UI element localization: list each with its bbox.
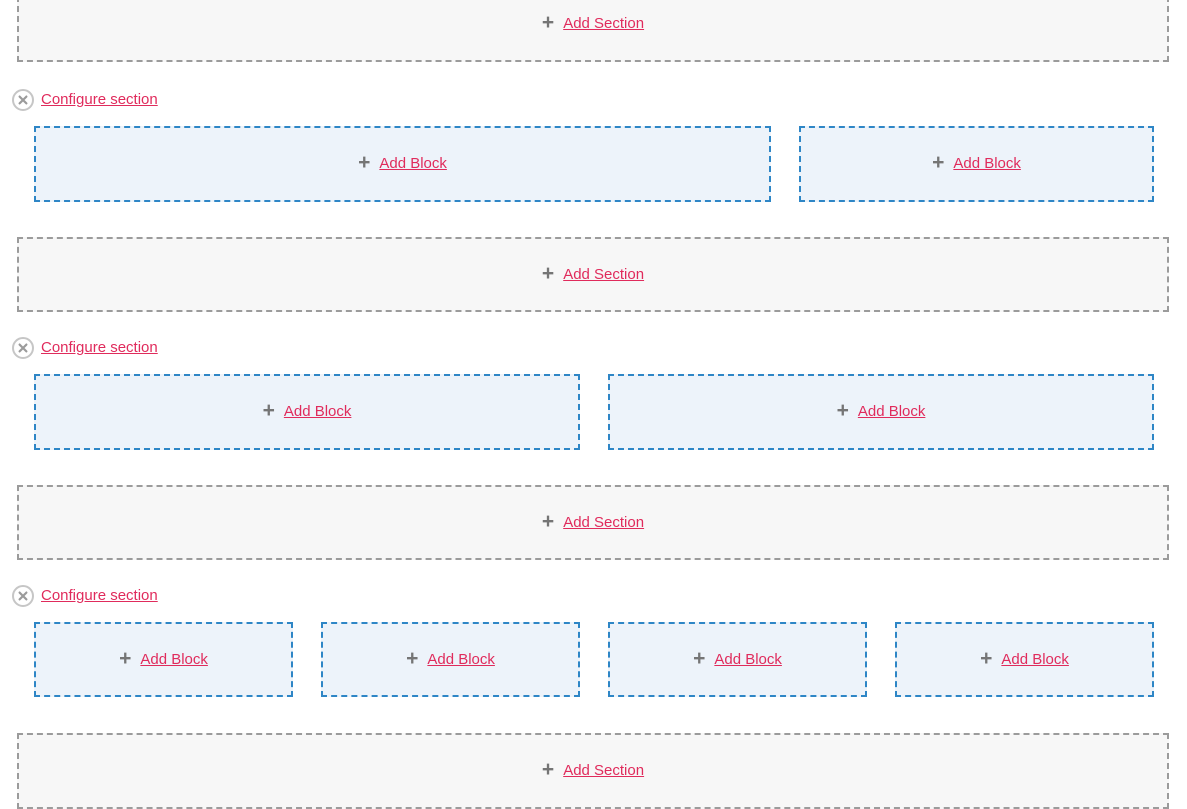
add-section-label: Add Section [563, 15, 645, 32]
close-icon [18, 343, 28, 353]
plus-icon: + [693, 646, 706, 670]
add-block-label: Add Block [714, 650, 782, 668]
add-section-button[interactable]: + Add Section [541, 261, 645, 285]
add-block-button[interactable]: + Add Block [836, 399, 926, 422]
plus-icon: + [541, 509, 555, 533]
add-section-button[interactable]: + Add Section [541, 11, 645, 34]
add-block-label: Add Block [283, 403, 352, 420]
plus-icon: + [541, 758, 555, 781]
add-block-button[interactable]: + Add Block [406, 646, 495, 670]
add-section-label: Add Section [563, 265, 645, 283]
remove-section-button[interactable] [12, 585, 34, 607]
add-block-dropzone: + Add Block [34, 374, 580, 450]
add-block-dropzone: + Add Block [608, 622, 867, 697]
close-icon [18, 591, 28, 601]
add-block-button[interactable]: + Add Block [262, 399, 352, 422]
plus-icon: + [358, 151, 371, 174]
add-block-dropzone: + Add Block [321, 622, 580, 697]
add-block-dropzone: + Add Block [608, 374, 1154, 450]
plus-icon: + [262, 399, 275, 422]
close-icon [18, 95, 28, 105]
add-block-label: Add Block [140, 650, 208, 668]
section-header: Configure section [12, 89, 1187, 111]
add-section-dropzone: + Add Section [17, 733, 1169, 809]
blocks-row: + Add Block + Add Block [34, 374, 1154, 450]
add-section-dropzone: + Add Section [17, 485, 1169, 560]
add-block-label: Add Block [1001, 650, 1069, 668]
add-block-label: Add Block [857, 403, 926, 420]
add-block-button[interactable]: + Add Block [980, 646, 1069, 670]
section-header: Configure section [12, 585, 1187, 607]
add-block-dropzone: + Add Block [34, 622, 293, 697]
add-block-label: Add Block [953, 155, 1021, 172]
section-header: Configure section [12, 337, 1187, 359]
add-block-dropzone: + Add Block [34, 126, 771, 202]
add-section-button[interactable]: + Add Section [541, 758, 645, 781]
add-section-label: Add Section [563, 513, 645, 531]
add-section-dropzone: + Add Section [17, 237, 1169, 312]
add-section-dropzone: + Add Section [17, 0, 1169, 62]
plus-icon: + [541, 11, 555, 34]
remove-section-button[interactable] [12, 337, 34, 359]
add-block-button[interactable]: + Add Block [358, 151, 447, 174]
configure-section-link[interactable]: Configure section [41, 587, 158, 604]
plus-icon: + [980, 646, 993, 670]
add-block-button[interactable]: + Add Block [932, 151, 1021, 174]
plus-icon: + [119, 646, 132, 670]
plus-icon: + [541, 261, 555, 285]
add-block-label: Add Block [427, 650, 495, 668]
remove-section-button[interactable] [12, 89, 34, 111]
plus-icon: + [932, 151, 945, 174]
add-block-button[interactable]: + Add Block [119, 646, 208, 670]
add-section-button[interactable]: + Add Section [541, 509, 645, 533]
add-section-label: Add Section [563, 762, 645, 779]
add-block-label: Add Block [379, 155, 447, 172]
blocks-row: + Add Block + Add Block [34, 126, 1154, 202]
plus-icon: + [836, 399, 849, 422]
plus-icon: + [406, 646, 419, 670]
add-block-dropzone: + Add Block [895, 622, 1154, 697]
add-block-button[interactable]: + Add Block [693, 646, 782, 670]
blocks-row: + Add Block + Add Block + Add Block + Ad… [34, 622, 1154, 697]
add-block-dropzone: + Add Block [799, 126, 1154, 202]
configure-section-link[interactable]: Configure section [41, 91, 158, 108]
configure-section-link[interactable]: Configure section [41, 339, 158, 356]
